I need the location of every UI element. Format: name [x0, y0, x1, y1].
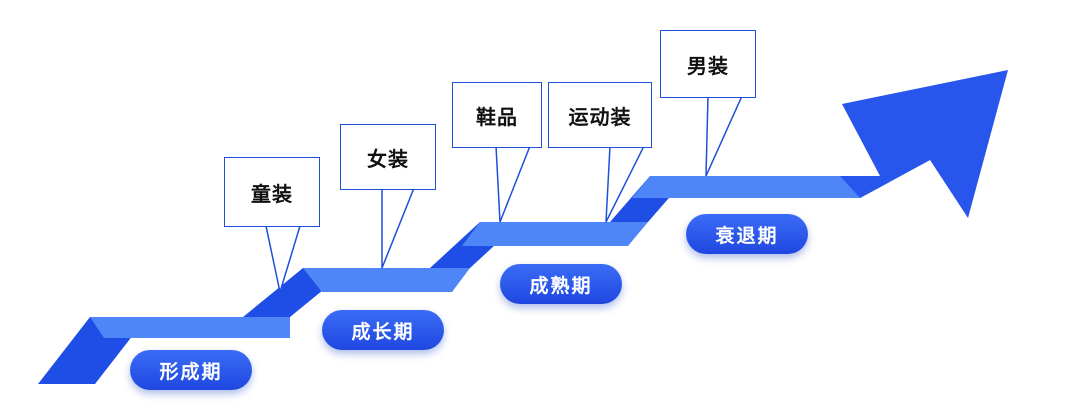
callout-sportswear: 运动装	[548, 82, 652, 148]
stage-formation: 形成期	[130, 350, 252, 390]
arrow-shaft-end	[840, 160, 930, 198]
arrow-step-3	[462, 222, 648, 246]
callout-children-wear: 童装	[224, 157, 320, 227]
stage-growth: 成长期	[322, 310, 444, 350]
callout-shoes: 鞋品	[452, 82, 542, 148]
callout-tail-5	[705, 95, 744, 177]
arrow-step-4	[632, 176, 880, 198]
callout-tail-3	[495, 145, 532, 223]
callout-tail-2	[381, 187, 416, 269]
callout-mens-wear: 男装	[660, 30, 756, 98]
stage-maturity: 成熟期	[500, 264, 622, 304]
arrow-head	[842, 70, 1008, 218]
callout-womens-wear: 女装	[340, 124, 436, 190]
arrow-step-1	[90, 317, 290, 338]
arrow-step-2	[303, 268, 470, 292]
stage-decline: 衰退期	[686, 214, 808, 254]
